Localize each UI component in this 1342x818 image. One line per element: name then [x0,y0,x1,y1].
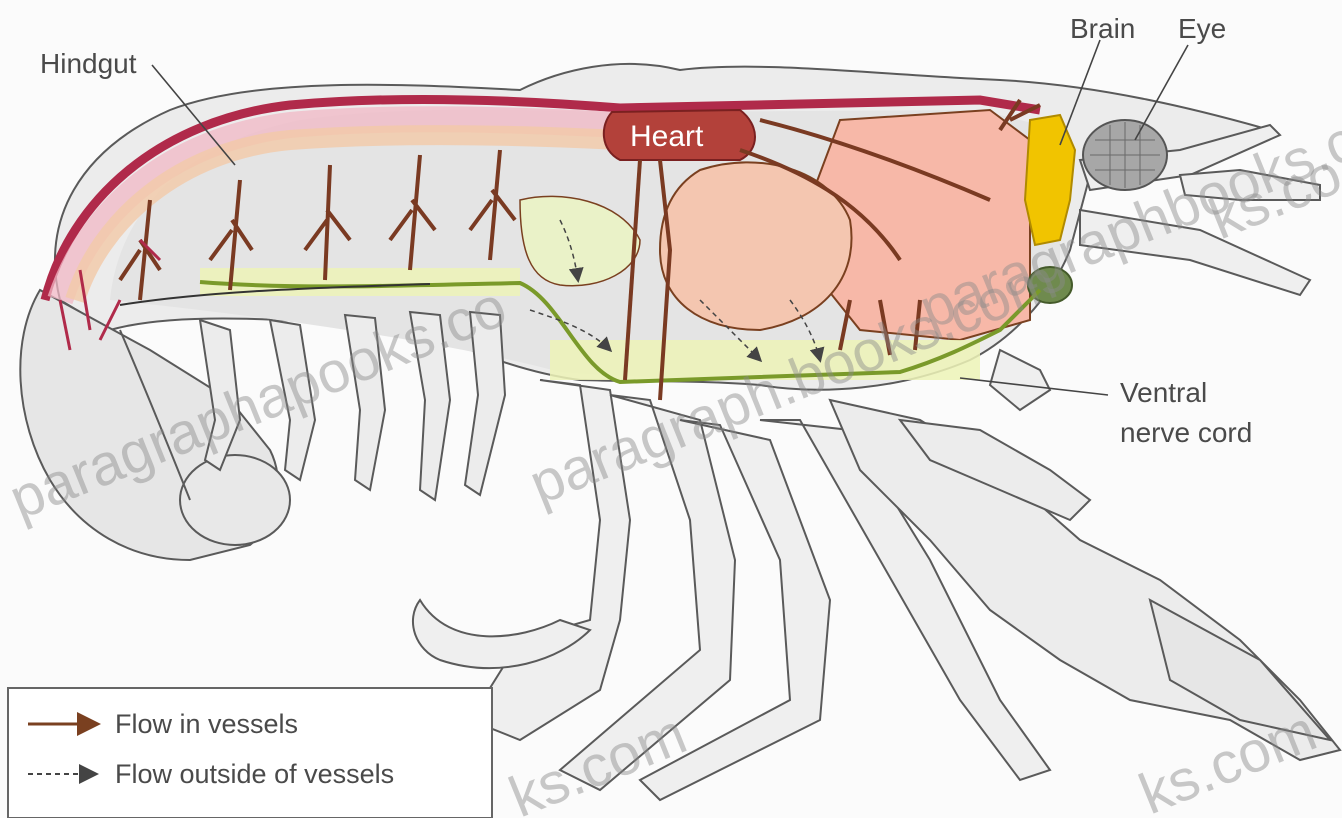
label-ventral-line1: Ventral [1120,377,1207,408]
legend-outside-label: Flow outside of vessels [115,759,394,789]
legend: Flow in vessels Flow outside of vessels [8,688,492,818]
label-hindgut: Hindgut [40,48,137,79]
label-heart: Heart [630,120,704,153]
label-ventral-line2: nerve cord [1120,417,1252,448]
legend-vessels-label: Flow in vessels [115,709,298,739]
label-eye: Eye [1178,13,1226,44]
label-brain: Brain [1070,13,1135,44]
legend-box [8,688,492,818]
